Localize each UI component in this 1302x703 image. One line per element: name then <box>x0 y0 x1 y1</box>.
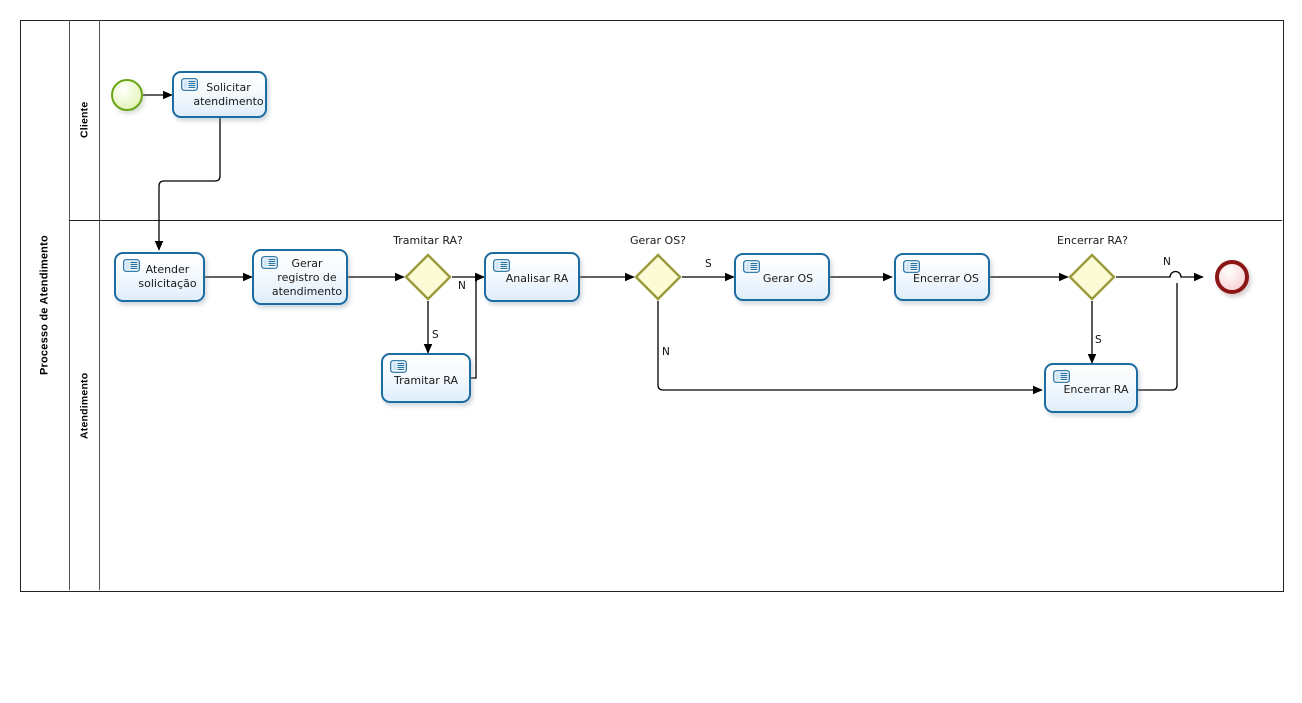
exclusive-gateway-icon <box>1068 253 1116 301</box>
flow-label-g1-yes: S <box>432 329 439 341</box>
flow-t4-to-t5 <box>471 272 485 379</box>
pool-header-divider <box>69 20 70 590</box>
task-encerrar-os[interactable]: Encerrar OS <box>894 253 990 301</box>
flow-t8-to-end <box>1138 283 1178 391</box>
gateway-label-gerar-os: Gerar OS? <box>629 234 687 247</box>
gateway-label-tramitar-ra: Tramitar RA? <box>393 234 463 247</box>
user-task-icon <box>390 360 407 373</box>
exclusive-gateway-icon <box>634 253 682 301</box>
task-label: Gerar OS <box>762 272 814 285</box>
flow-label-g2-yes: S <box>705 258 712 270</box>
user-task-icon <box>1053 370 1070 383</box>
end-event[interactable] <box>1215 260 1249 294</box>
user-task-icon <box>123 259 140 272</box>
lane-separator <box>69 220 1282 221</box>
user-task-icon <box>181 78 198 91</box>
user-task-icon <box>903 260 920 273</box>
user-task-icon <box>743 260 760 273</box>
task-label: Analisar RA <box>505 272 569 285</box>
gateway-encerrar-ra[interactable] <box>1068 253 1116 301</box>
gateway-label-encerrar-ra: Encerrar RA? <box>1057 234 1128 247</box>
lane-header-divider <box>99 20 100 590</box>
exclusive-gateway-icon <box>404 253 452 301</box>
gateway-gerar-os[interactable] <box>634 253 682 301</box>
flow-label-g3-no: N <box>1163 256 1171 268</box>
task-label: Encerrar OS <box>913 272 979 285</box>
task-encerrar-ra[interactable]: Encerrar RA <box>1044 363 1138 413</box>
flow-g3-no-to-end <box>1116 270 1204 282</box>
pool-frame <box>20 20 1284 592</box>
user-task-icon <box>261 256 278 269</box>
task-analisar-ra[interactable]: Analisar RA <box>484 252 580 302</box>
flow-label-g1-no: N <box>458 280 466 292</box>
task-label: Tramitar RA <box>394 374 458 387</box>
user-task-icon <box>493 259 510 272</box>
flow-label-g2-no: N <box>662 346 670 358</box>
flow-g2-no-to-t8 <box>657 301 1043 395</box>
gateway-tramitar-ra[interactable] <box>404 253 452 301</box>
task-label: Encerrar RA <box>1063 383 1129 396</box>
start-event[interactable] <box>111 79 143 111</box>
task-tramitar-ra[interactable]: Tramitar RA <box>381 353 471 403</box>
flow-label-g3-yes: S <box>1095 334 1102 346</box>
flow-t1-to-t2 <box>154 118 221 251</box>
task-gerar-os[interactable]: Gerar OS <box>734 253 830 301</box>
